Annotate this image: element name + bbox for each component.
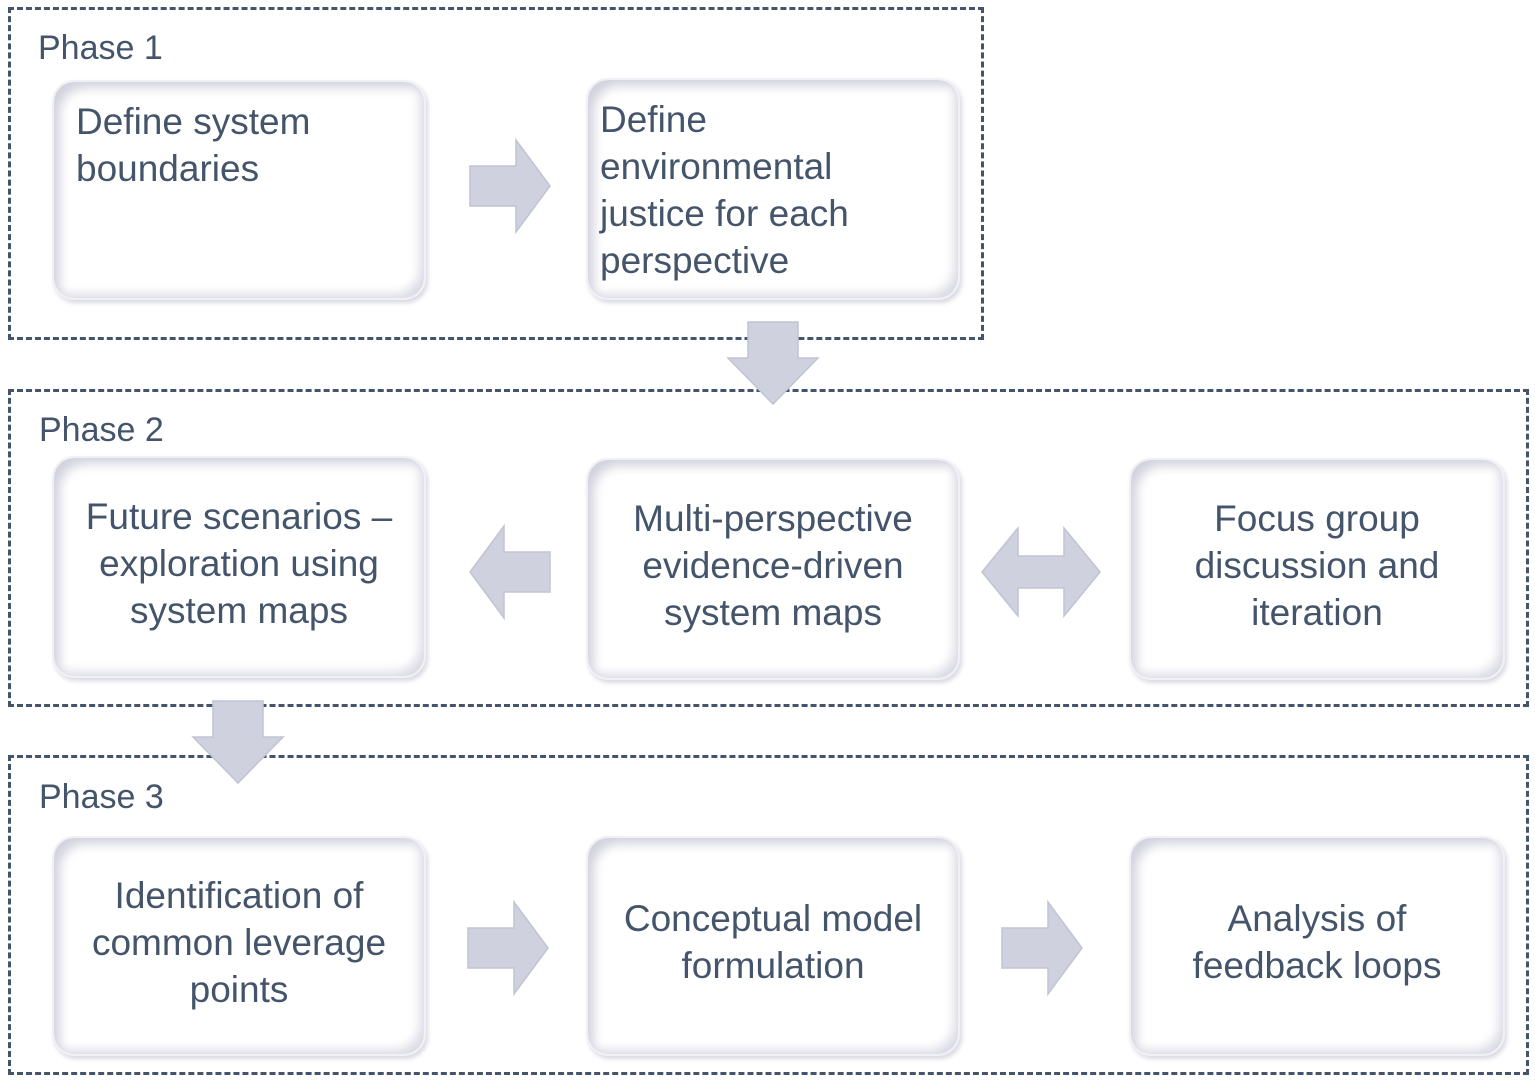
arrow-left-icon: [469, 523, 551, 621]
step-label: Future scenarios – exploration using sys…: [85, 495, 393, 631]
step-identification-leverage-points: Identification of common leverage points: [52, 836, 426, 1056]
step-focus-group: Focus group discussion and iteration: [1129, 458, 1505, 680]
step-define-system-boundaries: Define system boundaries: [52, 80, 426, 300]
step-conceptual-model: Conceptual model formulation: [586, 836, 960, 1056]
phase-1-container: [8, 7, 984, 340]
step-label: Identification of common leverage points: [91, 874, 387, 1010]
step-label: Define system boundaries: [76, 101, 311, 189]
phase-3-label: Phase 3: [39, 778, 164, 816]
step-label: Focus group discussion and iteration: [1194, 497, 1440, 633]
arrow-down-icon: [191, 700, 285, 785]
phase-3-container: [8, 755, 1529, 1075]
step-label: Conceptual model formulation: [623, 898, 923, 986]
arrow-down-icon: [726, 321, 820, 406]
step-future-scenarios: Future scenarios – exploration using sys…: [52, 456, 426, 678]
step-label: Define environmental justice for each pe…: [600, 99, 849, 281]
step-label: Multi-perspective evidence-driven system…: [633, 497, 913, 633]
step-feedback-loops: Analysis of feedback loops: [1129, 836, 1505, 1056]
step-label: Analysis of feedback loops: [1192, 898, 1442, 986]
double-arrow-icon: [981, 525, 1101, 619]
arrow-right-icon: [1001, 899, 1083, 997]
step-define-environmental-justice: Define environmental justice for each pe…: [586, 78, 960, 300]
phase-1-label: Phase 1: [38, 29, 163, 67]
arrow-right-icon: [469, 137, 551, 235]
step-multi-perspective-maps: Multi-perspective evidence-driven system…: [586, 458, 960, 680]
phase-2-label: Phase 2: [39, 411, 164, 449]
arrow-right-icon: [467, 899, 549, 997]
